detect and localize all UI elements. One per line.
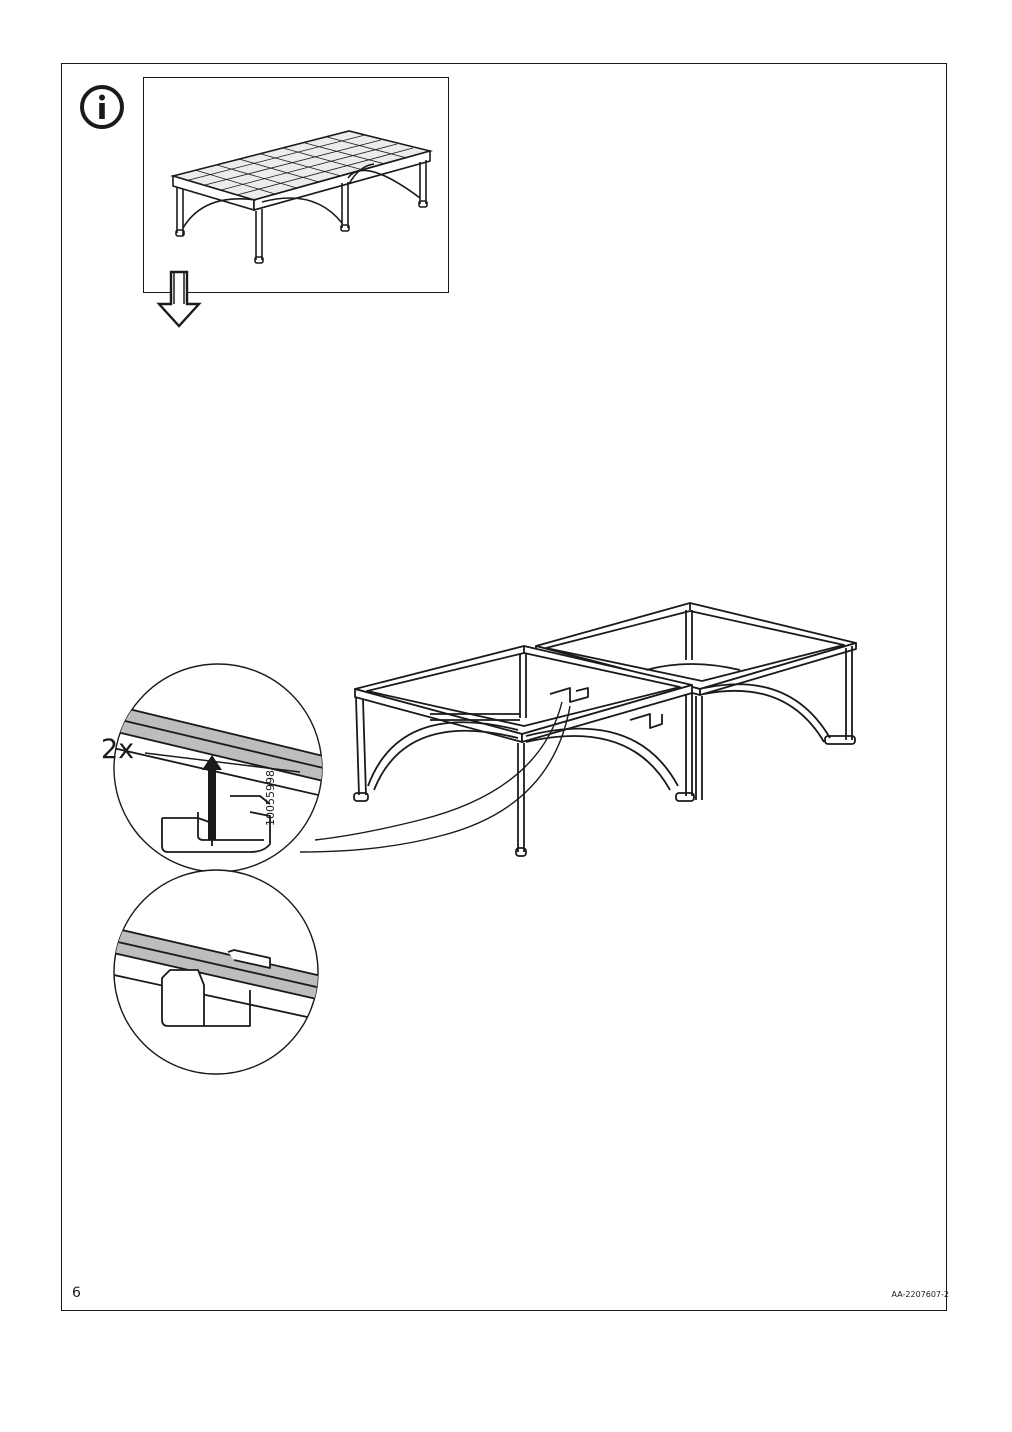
page-frame: [61, 63, 947, 1311]
up-arrow-icon: [202, 755, 222, 840]
page-number: 6: [72, 1285, 81, 1301]
info-icon: [80, 85, 124, 129]
assembled-table-illustration: [169, 130, 434, 264]
left-table-frame: [353, 645, 695, 857]
part-number-label: 10055998: [264, 770, 277, 826]
down-arrow-icon: [156, 270, 202, 328]
document-code: AA-2207607-2: [891, 1290, 949, 1299]
frames-with-clips-illustration: [113, 602, 857, 1075]
inset-assembled-table: [143, 77, 449, 293]
quantity-label: 2x: [101, 734, 135, 765]
